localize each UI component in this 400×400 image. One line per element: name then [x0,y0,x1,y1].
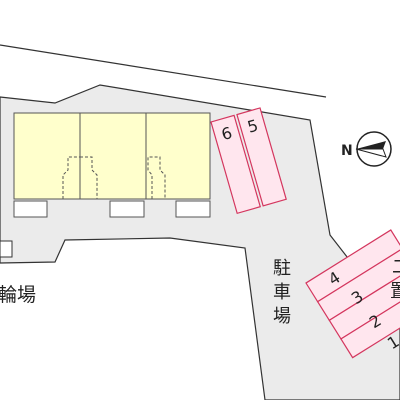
building-unit-1 [13,112,81,200]
compass-north-arrow: N [341,131,392,167]
balcony-2 [109,200,145,218]
bicycle-parking-label: 輪場 [0,284,36,306]
parking-space-6 [210,114,261,215]
compass-needle-dark [356,141,386,149]
balcony-3 [175,200,211,218]
compass-north-letter: N [341,143,353,159]
parking-label-char-3: 場 [273,306,291,327]
parking-space-1 [340,285,400,359]
parking-lower [305,229,400,359]
parking-label-char-1: 駐 [273,258,291,279]
small-structure [0,240,13,258]
parking-number-6: 6 [219,123,234,144]
parking-space-5 [236,107,287,207]
entrance-mark-1 [62,156,80,199]
compass-needle-light [355,148,387,158]
parking-upper: 6 5 [210,107,287,215]
right-edge-label-char-2: 置 [390,281,400,302]
balcony-1 [13,200,48,218]
building-unit-3 [145,112,211,200]
road-boundary-line [0,44,327,98]
entrance-mark-2 [80,156,98,199]
building-unit-2 [79,112,147,200]
parking-number-5: 5 [245,116,260,137]
right-edge-label-char-1: 二 [392,257,400,278]
parking-label-char-2: 車 [273,282,291,303]
entrance-mark-3 [147,156,166,199]
apartment-building [13,112,211,218]
